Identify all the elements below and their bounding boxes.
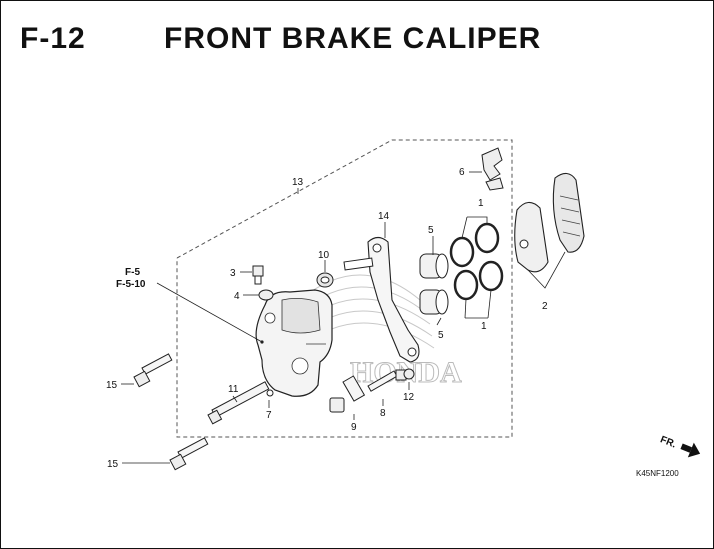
part-label-1-upper: 1 [478, 198, 484, 209]
part-label-9: 9 [351, 422, 357, 433]
part-label-4: 4 [234, 291, 240, 302]
caliper-bracket [343, 236, 420, 363]
drawing-code: K45NF1200 [636, 469, 679, 478]
flange-bolt-upper [133, 353, 173, 388]
bleeder-cap [258, 289, 274, 301]
page-title: FRONT BRAKE CALIPER [164, 22, 542, 55]
section-code: F-12 [20, 22, 86, 55]
part-label-14: 14 [378, 211, 390, 222]
part-label-15-upper: 15 [106, 380, 118, 391]
part-label-1-lower: 1 [481, 321, 487, 332]
piston-lower [419, 289, 449, 315]
part-label-6: 6 [459, 167, 465, 178]
part-label-11: 11 [228, 384, 239, 395]
caliper-body [255, 289, 333, 397]
front-direction-arrow: FR. [659, 434, 701, 458]
flange-bolt-lower [169, 437, 209, 471]
part-label-10: 10 [318, 250, 330, 261]
piston-upper [419, 253, 449, 279]
o-ring [266, 389, 274, 397]
pin-bolt [207, 381, 270, 425]
ref-label-f5: F-5 [125, 267, 140, 278]
part-label-13: 13 [292, 177, 304, 188]
pin-bolt-c [367, 369, 407, 392]
leader-dot [260, 340, 264, 344]
part-label-12: 12 [403, 392, 415, 403]
ref-label-f5-10: F-5-10 [116, 279, 146, 290]
part-label-2: 2 [542, 301, 548, 312]
part-label-15-lower: 15 [107, 459, 119, 470]
part-labels: 1 1 2 3 4 5 5 6 7 8 9 10 11 12 13 14 15 … [106, 167, 548, 470]
part-label-8: 8 [380, 408, 386, 419]
leader-lines [121, 171, 566, 464]
part-label-7: 7 [266, 410, 272, 421]
brake-pad-front [552, 172, 585, 253]
assembly-outline [176, 139, 513, 438]
direction-label: FR. [659, 434, 678, 450]
brake-pad-back [514, 201, 549, 273]
boot [316, 272, 334, 288]
part-label-5-upper: 5 [428, 225, 434, 236]
piston-seals [449, 222, 504, 301]
part-label-3: 3 [230, 268, 236, 279]
pin-bolt-b [329, 375, 366, 413]
boot-small [403, 368, 415, 380]
pad-spring [481, 147, 504, 191]
part-label-5-lower: 5 [438, 330, 444, 341]
bleeder-screw [252, 265, 264, 285]
